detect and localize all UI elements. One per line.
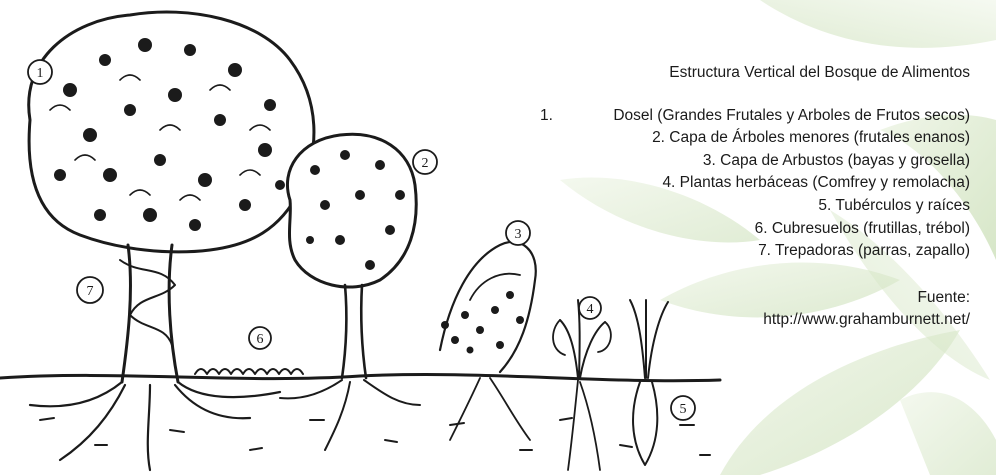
source-block: Fuente: http://www.grahamburnett.net/ [500,287,970,332]
source-label: Fuente: [500,287,970,310]
layer-item-3: 3. Capa de Arbustos (bayas y grosella) [500,150,970,173]
ground-line [0,374,720,380]
ground-cover [195,369,303,374]
canopy-tree [29,12,314,470]
source-url: http://www.grahamburnett.net/ [500,309,970,332]
marker-label-1: 1 [37,66,44,81]
marker-label-7: 7 [87,284,94,299]
layer-item-1: 1. Dosel (Grandes Frutales y Arboles de … [500,105,970,128]
soil-marks [40,418,710,455]
layer-item-1-text: Dosel (Grandes Frutales y Arboles de Fru… [613,107,970,124]
layer-item-4: 4. Plantas herbáceas (Comfrey y remolach… [500,172,970,195]
canopy-outline [29,12,314,252]
layer-item-7: 7. Trepadoras (parras, zapallo) [500,240,970,263]
layer-item-1-number: 1. [540,105,553,128]
marker-label-6: 6 [257,332,264,347]
diagram-title: Estructura Vertical del Bosque de Alimen… [500,62,970,85]
tuber-root [633,382,657,465]
layer-item-6: 6. Cubresuelos (frutillas, trébol) [500,218,970,241]
small-tree-roots [280,380,420,450]
small-tree-canopy [287,134,416,287]
herbaceous-roots [568,380,600,470]
small-tree [280,134,420,450]
marker-label-5: 5 [680,402,687,417]
layer-item-2: 2. Capa de Árboles menores (frutales ena… [500,127,970,150]
small-tree-trunk [342,285,366,378]
legend-text-block: Estructura Vertical del Bosque de Alimen… [500,62,970,332]
shrub-roots [450,378,530,440]
layer-item-5: 5. Tubérculos y raíces [500,195,970,218]
layer-list: 1. Dosel (Grandes Frutales y Arboles de … [500,105,970,263]
marker-label-2: 2 [422,156,429,171]
canopy-roots [30,382,280,470]
